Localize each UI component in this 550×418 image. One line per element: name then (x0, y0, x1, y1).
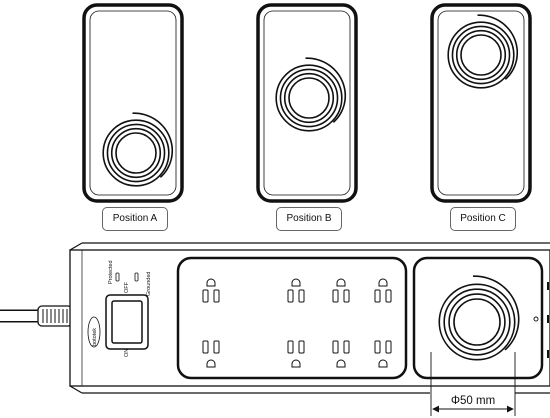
outlet (202, 278, 220, 303)
power-switch (105, 294, 149, 350)
power-strip: Protected OFF Grounded ON bototek (69, 242, 550, 394)
coil-icon-c (447, 14, 519, 89)
power-cord (0, 305, 73, 327)
coil-icon-a (102, 112, 174, 187)
on-label: ON (124, 349, 130, 357)
position-b-label: Position B (276, 207, 342, 231)
outlet (374, 278, 392, 303)
outlet (287, 340, 305, 368)
outlet (332, 278, 350, 303)
grounded-label: Grounded (146, 272, 152, 296)
indicator-light (533, 316, 539, 322)
off-label: OFF (124, 281, 130, 293)
coil-icon-pad (438, 275, 520, 361)
grounded-indicator (134, 272, 139, 282)
phone-card-b (256, 3, 358, 203)
diameter-label: Φ50 mm (451, 395, 495, 407)
phone-card-c (430, 3, 532, 203)
phone-card-a (82, 3, 184, 203)
svg-text:bototek: bototek (92, 328, 98, 346)
brand-logo: bototek (87, 316, 101, 348)
protected-label: Protected (108, 260, 114, 284)
outlet (332, 340, 350, 368)
position-c-label: Position C (450, 207, 516, 231)
position-a-label: Position A (102, 207, 168, 231)
coil-icon-b (275, 57, 347, 132)
outlet (202, 340, 220, 368)
protected-indicator (115, 272, 120, 282)
wireless-charging-pad (412, 256, 544, 380)
outlet (374, 340, 392, 368)
outlet (287, 278, 305, 303)
dimension-indicator: Φ50 mm (430, 352, 516, 416)
